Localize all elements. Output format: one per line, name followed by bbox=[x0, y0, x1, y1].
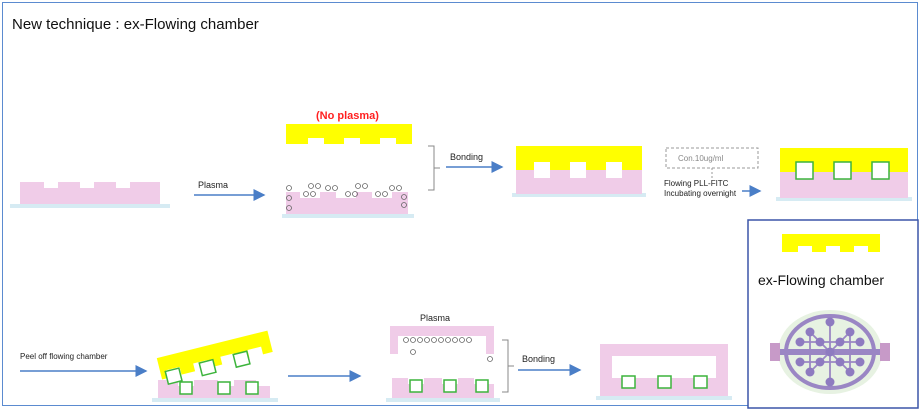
bonding-arrow-1: Bonding bbox=[446, 152, 504, 173]
concentration-box: Con.10ug/ml bbox=[665, 147, 759, 180]
step7-final-chip bbox=[596, 344, 732, 400]
bonding-label-1: Bonding bbox=[450, 152, 483, 162]
bracket-1 bbox=[428, 145, 440, 191]
step3-bonded-chip bbox=[512, 146, 646, 197]
flowing-label-line1: Flowing PLL-FITC bbox=[664, 179, 729, 188]
step6-substrate bbox=[386, 378, 500, 402]
step5-peeling bbox=[152, 330, 278, 402]
step2-substrate bbox=[282, 192, 414, 218]
plasma-label-2: Plasma bbox=[420, 313, 450, 323]
inset-title: ex-Flowing chamber bbox=[758, 272, 884, 288]
step4-coated-chip bbox=[776, 148, 912, 201]
peel-off-arrow: Peel off flowing chamber bbox=[20, 352, 148, 377]
plasma-arrow-1: Plasma bbox=[194, 180, 266, 201]
step1-substrate bbox=[10, 182, 170, 208]
bonding-arrow-2: Bonding bbox=[518, 354, 582, 376]
step2-yellow-pdms: (No plasma) bbox=[286, 110, 412, 144]
flowing-arrow: Flowing PLL-FITC Incubating overnight bbox=[664, 179, 762, 198]
inset-yellow-layer bbox=[782, 234, 880, 252]
diagram-title: New technique : ex-Flowing chamber bbox=[12, 16, 259, 33]
diagram-frame bbox=[2, 2, 918, 406]
plasma-label-1: Plasma bbox=[198, 180, 228, 190]
peel-off-label: Peel off flowing chamber bbox=[20, 352, 108, 361]
inset-device-icon bbox=[770, 310, 890, 394]
concentration-label: Con.10ug/ml bbox=[678, 154, 724, 163]
bracket-2 bbox=[502, 339, 514, 393]
bonding-label-2: Bonding bbox=[522, 354, 555, 364]
inset-panel: ex-Flowing chamber bbox=[747, 219, 919, 409]
no-plasma-label: (No plasma) bbox=[316, 110, 379, 122]
step6-cover: Plasma bbox=[390, 313, 494, 362]
plasma-circles bbox=[286, 183, 407, 211]
flowing-label-line2: Incubating overnight bbox=[664, 189, 737, 198]
